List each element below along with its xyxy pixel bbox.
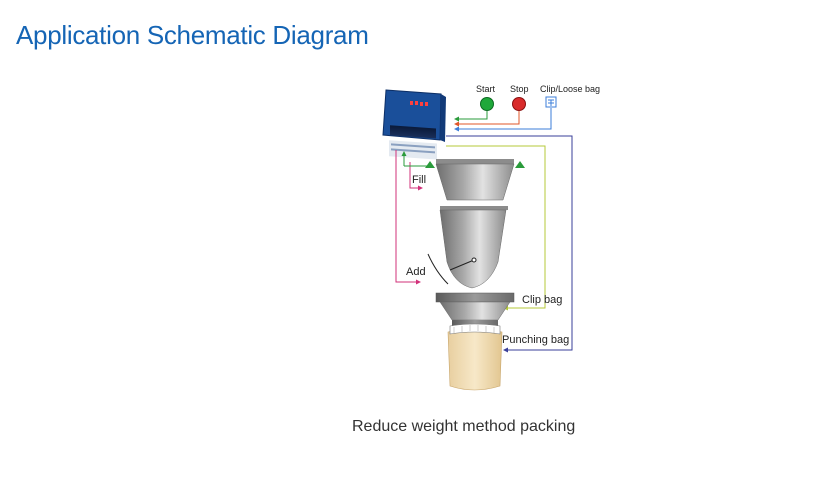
- stop-button-icon[interactable]: [512, 97, 526, 111]
- bag-clamp-funnel: [435, 292, 515, 326]
- punching-bag-label: Punching bag: [502, 334, 569, 346]
- fill-add-line: [395, 150, 423, 285]
- start-button-icon[interactable]: [480, 97, 494, 111]
- diagram-caption: Reduce weight method packing: [352, 418, 576, 435]
- weighing-hopper: [427, 206, 508, 289]
- clip-switch-icon[interactable]: [545, 96, 557, 108]
- clip-signal-line: [454, 108, 552, 132]
- clip-loose-label: Clip/Loose bag: [540, 84, 600, 94]
- load-cell-right-icon: [515, 161, 525, 168]
- punching-bag-line: [446, 135, 573, 353]
- controller-display-digits: [410, 101, 428, 106]
- fill-label: Fill: [412, 174, 426, 186]
- load-cell-left-icon: [425, 161, 435, 168]
- stop-label: Stop: [510, 84, 529, 94]
- feed-hopper: [425, 159, 525, 201]
- page-title: Application Schematic Diagram: [16, 20, 369, 50]
- feedback-line: [401, 151, 430, 167]
- stop-signal-line: [454, 111, 520, 127]
- start-signal-line: [454, 111, 488, 122]
- clip-bag-label: Clip bag: [522, 294, 562, 306]
- packing-bag: [447, 323, 503, 391]
- start-label: Start: [476, 84, 496, 94]
- add-label: Add: [406, 266, 426, 278]
- weighing-controller: [382, 89, 446, 160]
